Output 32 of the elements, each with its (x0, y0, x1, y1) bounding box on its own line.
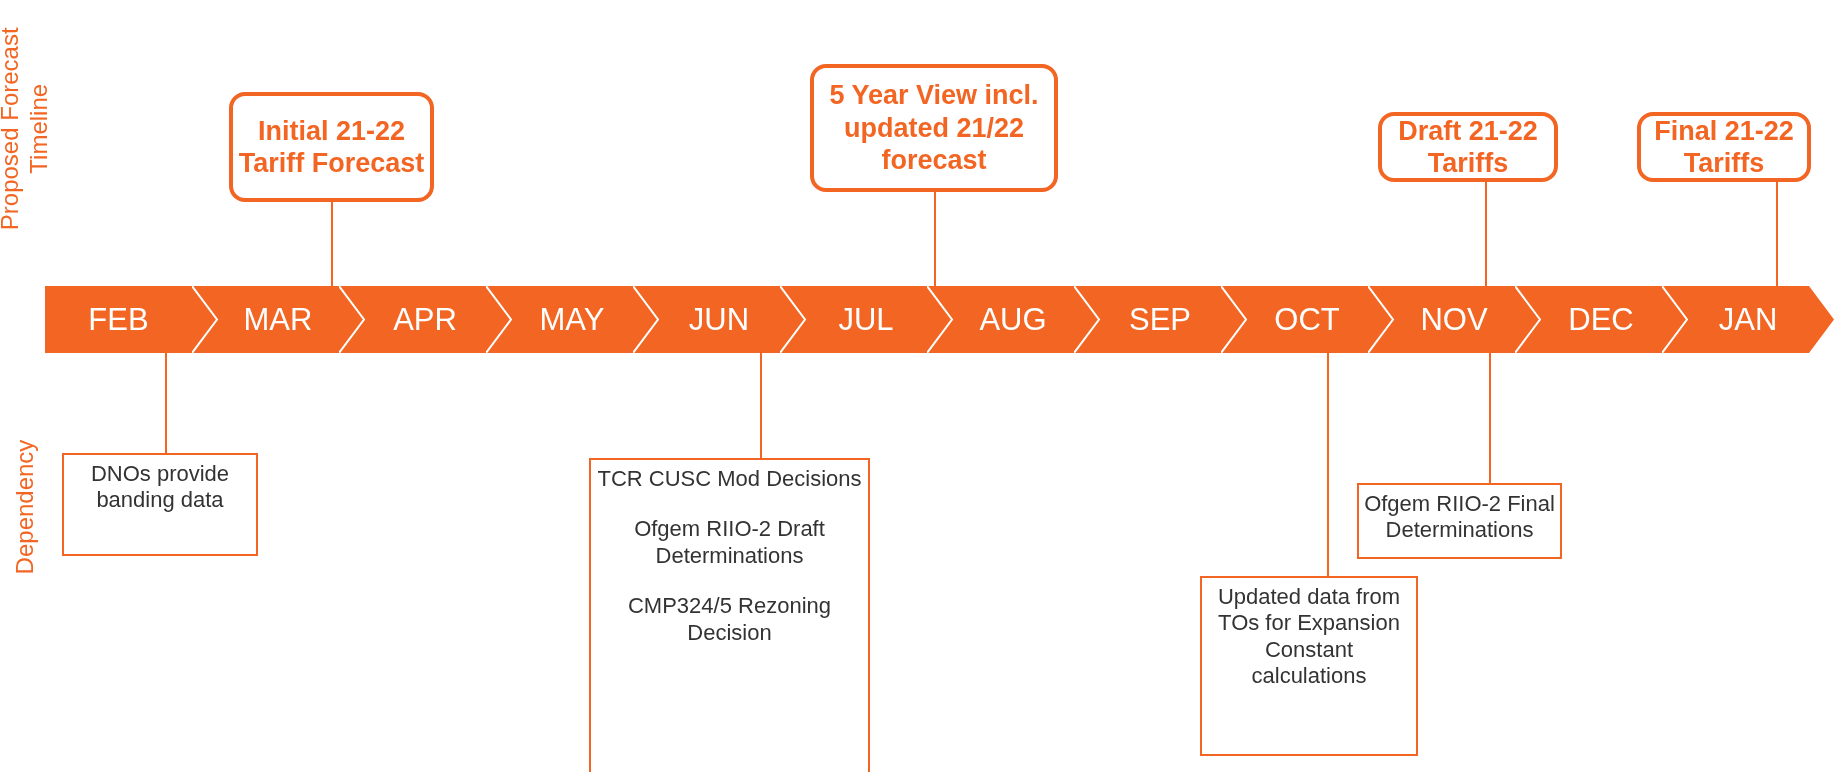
milestone-box: 5 Year View incl. updated 21/22 forecast (810, 64, 1058, 192)
axis-label: Proposed Forecast Timeline (0, 26, 53, 233)
connector-line (331, 201, 333, 287)
connector-line (1327, 352, 1329, 577)
timeline-month-segment: JAN (1662, 286, 1834, 353)
timeline-month-segment: APR (339, 286, 486, 353)
connector-line (1776, 181, 1778, 287)
connector-line (1485, 181, 1487, 287)
timeline-month-segment: OCT (1221, 286, 1368, 353)
dependency-box: DNOs provide banding data (62, 453, 258, 556)
timeline-month-segment: SEP (1074, 286, 1221, 353)
timeline-month-segment: AUG (927, 286, 1074, 353)
milestone-box: Initial 21-22 Tariff Forecast (229, 92, 434, 202)
timeline-month-segment: JUL (780, 286, 927, 353)
connector-line (165, 352, 167, 454)
dependency-text: Ofgem RIIO-2 Draft Determinations (633, 516, 826, 570)
timeline-month-segment: MAY (486, 286, 633, 353)
milestone-box: Draft 21-22 Tariffs (1378, 112, 1558, 182)
dependency-text: TCR CUSC Mod Decisions (596, 466, 863, 493)
dependency-text: CMP324/5 Rezoning Decision (627, 593, 832, 646)
dependency-box: Updated data from TOs for Expansion Constant calculations (1200, 576, 1418, 756)
timeline-month-segment: DEC (1515, 286, 1662, 353)
connector-line (760, 352, 762, 459)
milestone-box: Final 21-22 Tariffs (1637, 112, 1811, 182)
timeline-month-segment: JUN (633, 286, 780, 353)
timeline-month-segment: FEB (45, 286, 192, 353)
timeline-month-segment: MAR (192, 286, 339, 353)
connector-line (934, 191, 936, 287)
timeline-month-segment: NOV (1368, 286, 1515, 353)
dependency-box: Ofgem RIIO-2 Final Determinations (1357, 483, 1562, 559)
dependency-box (589, 458, 870, 772)
connector-line (1489, 352, 1491, 484)
